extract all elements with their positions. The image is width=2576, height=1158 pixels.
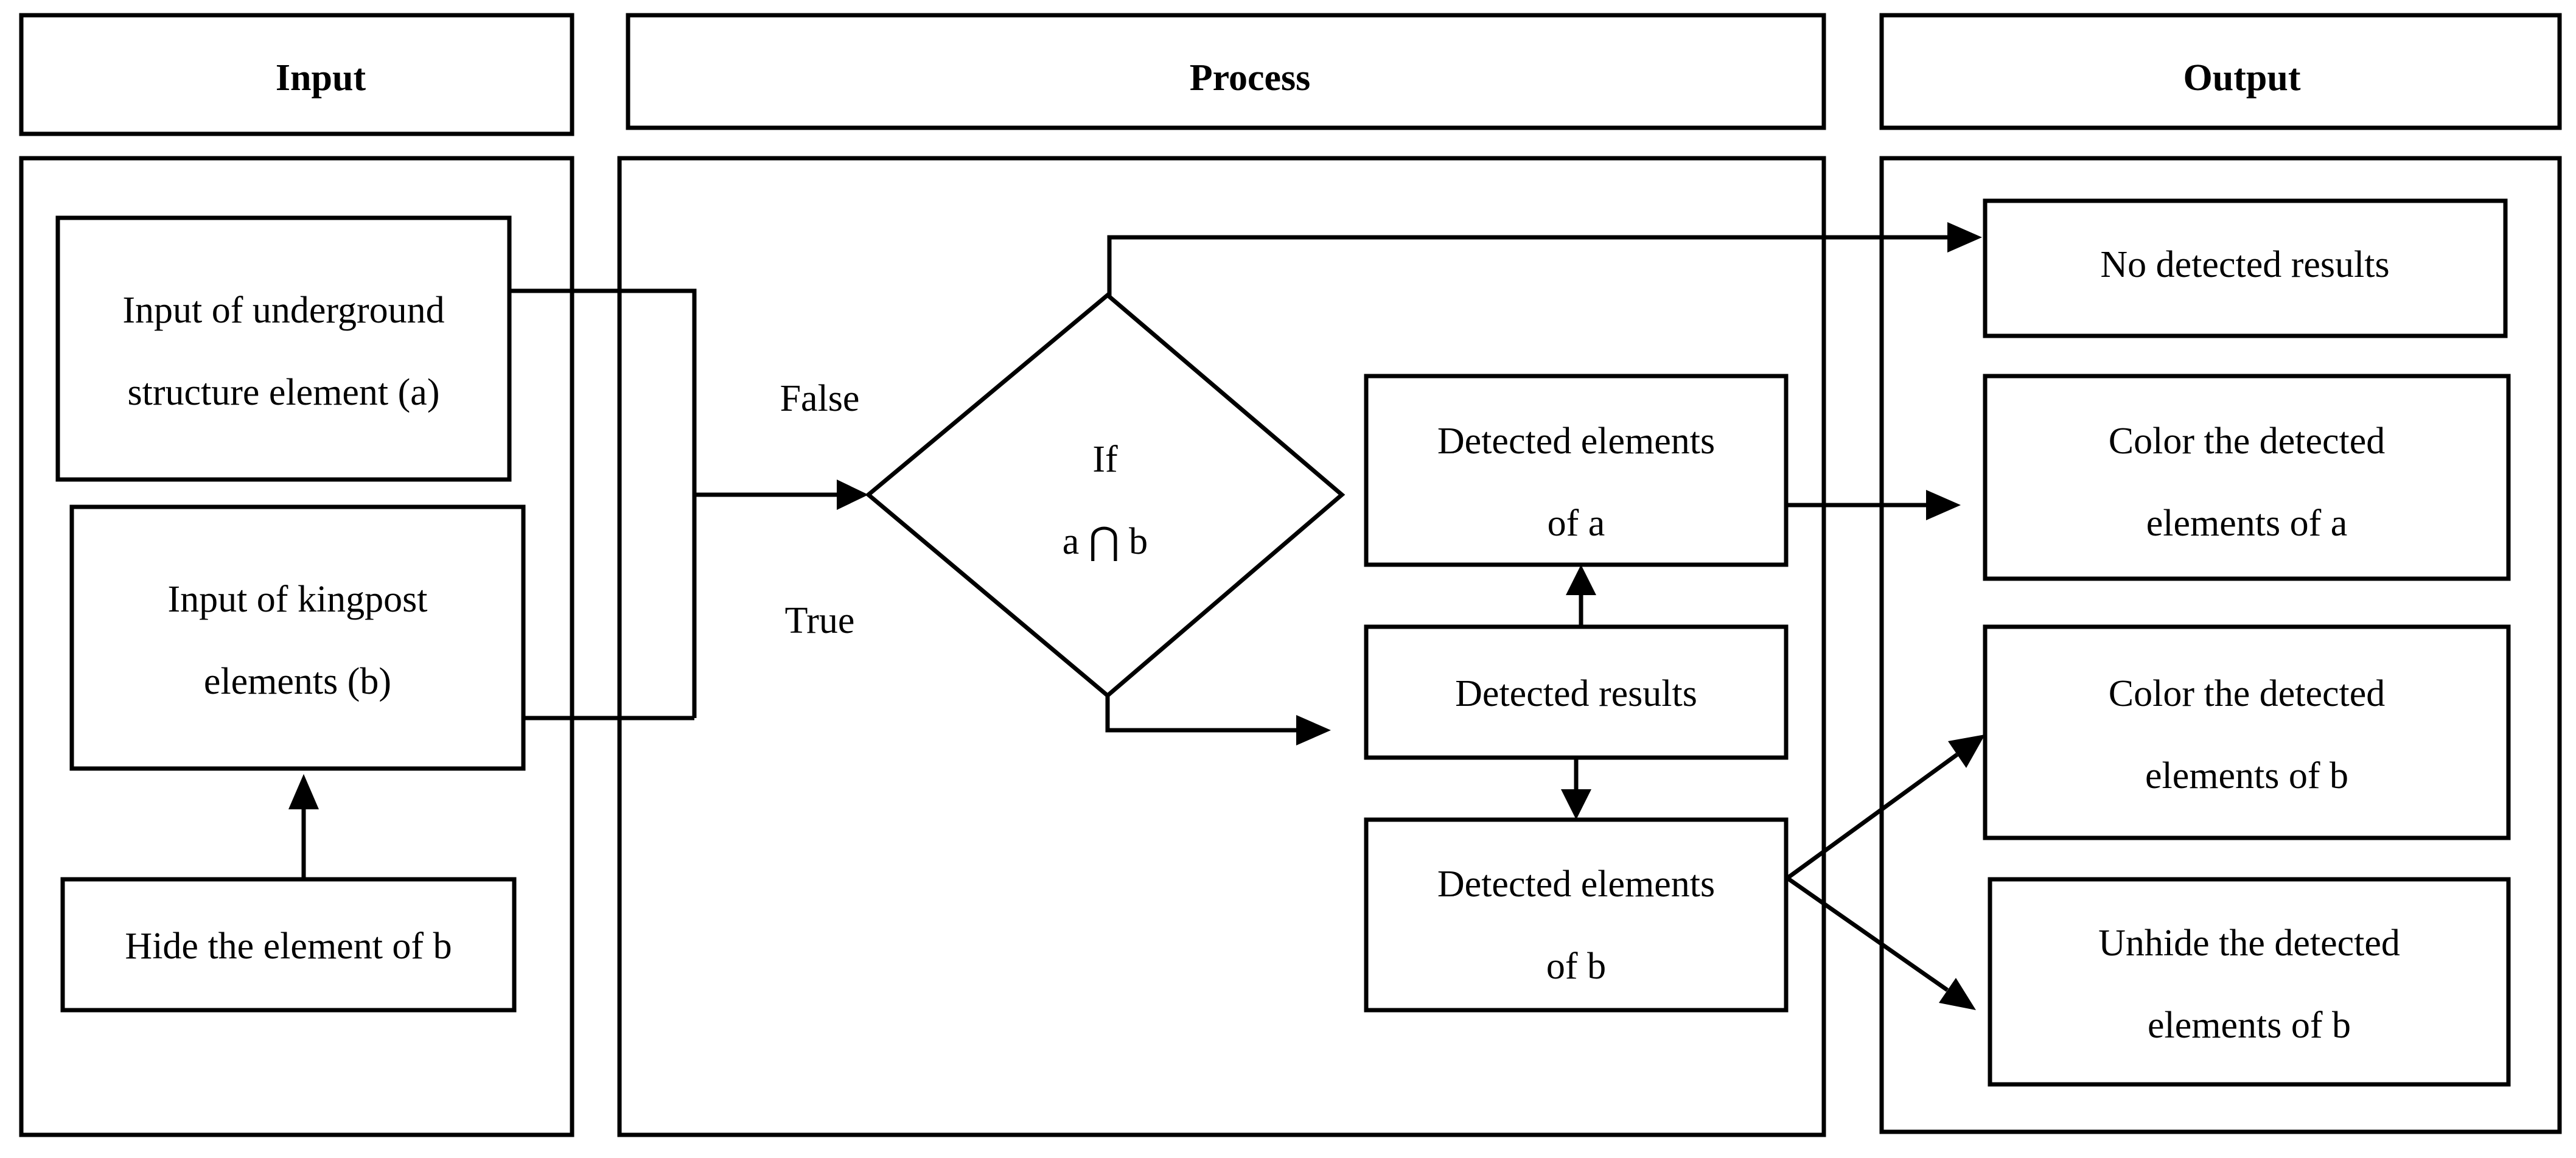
hide-to-kingpost-arrowhead: [288, 774, 319, 809]
input-header-box: [19, 13, 574, 136]
no-results-label: No detected results: [2100, 244, 2389, 285]
underground-to-merge-connector: [509, 288, 697, 718]
color-a-label-line2: elements of a: [2146, 503, 2348, 544]
unhide-b-label-line1: Unhide the detected: [2098, 923, 2400, 964]
true-branch-arrowhead: [1296, 715, 1331, 745]
false-label: False: [780, 378, 860, 419]
b-to-unhide-b-arrowhead: [1939, 978, 1976, 1010]
color-b-label-line2: elements of b: [2145, 755, 2348, 797]
detected-elements-b-label-line2: of b: [1546, 946, 1606, 987]
detected-elements-a-label-line2: of a: [1548, 503, 1605, 544]
detected-elements-a-box: [1364, 374, 1789, 567]
decision-label-line2: a ⋂ b: [1063, 521, 1148, 562]
detected-elements-b-label-line1: Detected elements: [1437, 863, 1715, 905]
color-a-box: [1983, 374, 2511, 581]
decision-label-line1: If: [1092, 439, 1118, 480]
unhide-b-label-line2: elements of b: [2148, 1005, 2351, 1046]
detected-elements-a-label-line1: Detected elements: [1437, 420, 1715, 462]
kingpost-element-label-line2: elements (b): [204, 661, 391, 702]
detected-results-label: Detected results: [1455, 673, 1697, 714]
output-header: Output: [2183, 57, 2301, 99]
detected-results-box: [1364, 624, 1789, 760]
results-to-a-arrowhead: [1566, 565, 1596, 595]
b-to-color-b-arrowhead: [1948, 734, 1985, 768]
hide-element-label: Hide the element of b: [125, 926, 452, 967]
color-b-label-line1: Color the detected: [2109, 673, 2386, 714]
false-branch-arrowhead: [1947, 222, 1982, 253]
hide-element-box: [60, 877, 517, 1013]
unhide-b-box: [1988, 877, 2511, 1087]
detected-elements-b-box: [1364, 817, 1789, 1013]
true-label: True: [785, 600, 855, 641]
input-header: Input: [276, 57, 366, 99]
underground-element-label-line2: structure element (a): [128, 372, 440, 413]
no-results-box: [1983, 198, 2508, 338]
kingpost-element-label-line1: Input of kingpost: [167, 579, 427, 620]
underground-element-label-line1: Input of underground: [122, 290, 444, 331]
process-header-box: [626, 13, 1826, 130]
true-branch-connector: [1105, 696, 1296, 733]
kingpost-element-box: [69, 504, 526, 771]
b-to-unhide-b-connector: [1785, 876, 1949, 992]
color-b-box: [1983, 624, 2511, 840]
results-to-b-arrowhead: [1561, 789, 1591, 820]
a-to-color-a-arrowhead: [1926, 490, 1961, 520]
output-header-box: [1879, 13, 2562, 130]
merge-to-decision-arrowhead: [837, 480, 868, 510]
underground-element-box: [55, 215, 512, 482]
b-to-color-b-connector: [1785, 753, 1959, 880]
false-branch-connector: [1107, 235, 1947, 296]
process-header: Process: [1190, 57, 1311, 99]
color-a-label-line1: Color the detected: [2109, 420, 2386, 462]
